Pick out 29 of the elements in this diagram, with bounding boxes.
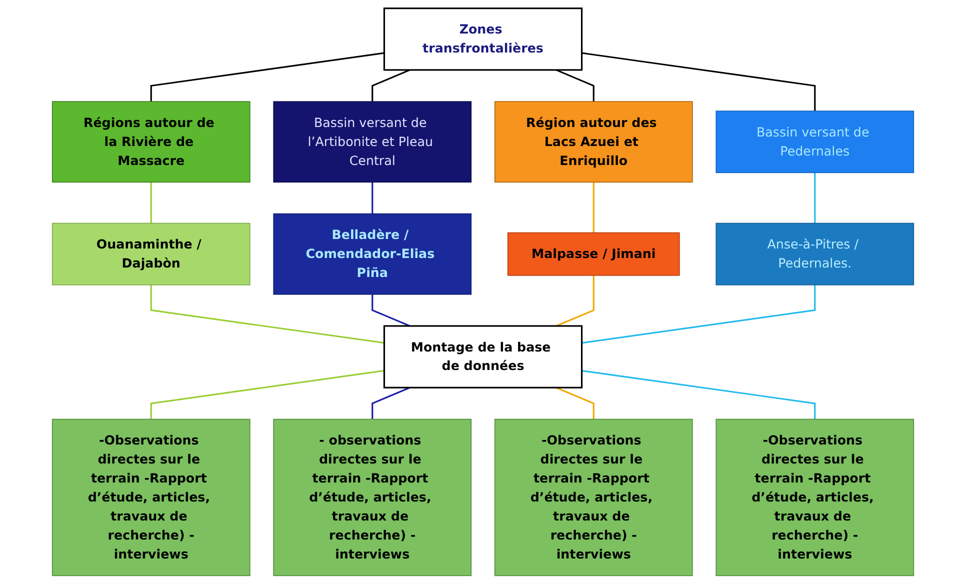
connector (150, 52, 384, 102)
connector (582, 370, 816, 420)
node-box: -Observations directes sur le terrain -Rapport d’étude, articles, travaux de recherche) -interviews (494, 418, 693, 576)
connector (150, 284, 384, 344)
node-box: Zones transfrontalières (383, 8, 583, 71)
node-box: Belladère / Comendador-Elias Piña (273, 213, 472, 295)
node-box: Bassin versant de Pedernales (716, 110, 914, 174)
node-box: Bassin versant de l’Artibonite et Pleau Central (273, 101, 472, 183)
node-box: Régions autour de la Rivière de Massacre (52, 101, 250, 183)
connector (582, 284, 816, 344)
connector (814, 172, 816, 224)
connector (592, 182, 594, 233)
connector (150, 182, 152, 224)
connector (582, 52, 816, 112)
node-box: Montage de la base de données (383, 325, 583, 388)
connector (556, 69, 594, 102)
connector (372, 386, 410, 420)
connector (372, 182, 374, 214)
connector (372, 69, 410, 102)
node-box: Région autour des Lacs Azuei et Enriquillo (494, 101, 693, 183)
node-box: -Observations directes sur le terrain -Rapport d’étude, articles, travaux de recherche) -interviews (716, 418, 914, 576)
connector (150, 370, 384, 420)
connector (372, 294, 410, 327)
node-box: Malpasse / Jimani (507, 232, 680, 276)
node-box: - observations directes sur le terrain -Rapport d’étude, articles, travaux de recherche) -interviews (273, 418, 472, 576)
connector (556, 386, 594, 420)
node-box: Ouanaminthe / Dajabòn (52, 222, 250, 286)
node-box: -Observations directes sur le terrain -Rapport d’étude, articles, travaux de recherche) -interviews (52, 418, 250, 576)
node-box: Anse-à-Pitres / Pedernales. (716, 222, 914, 286)
